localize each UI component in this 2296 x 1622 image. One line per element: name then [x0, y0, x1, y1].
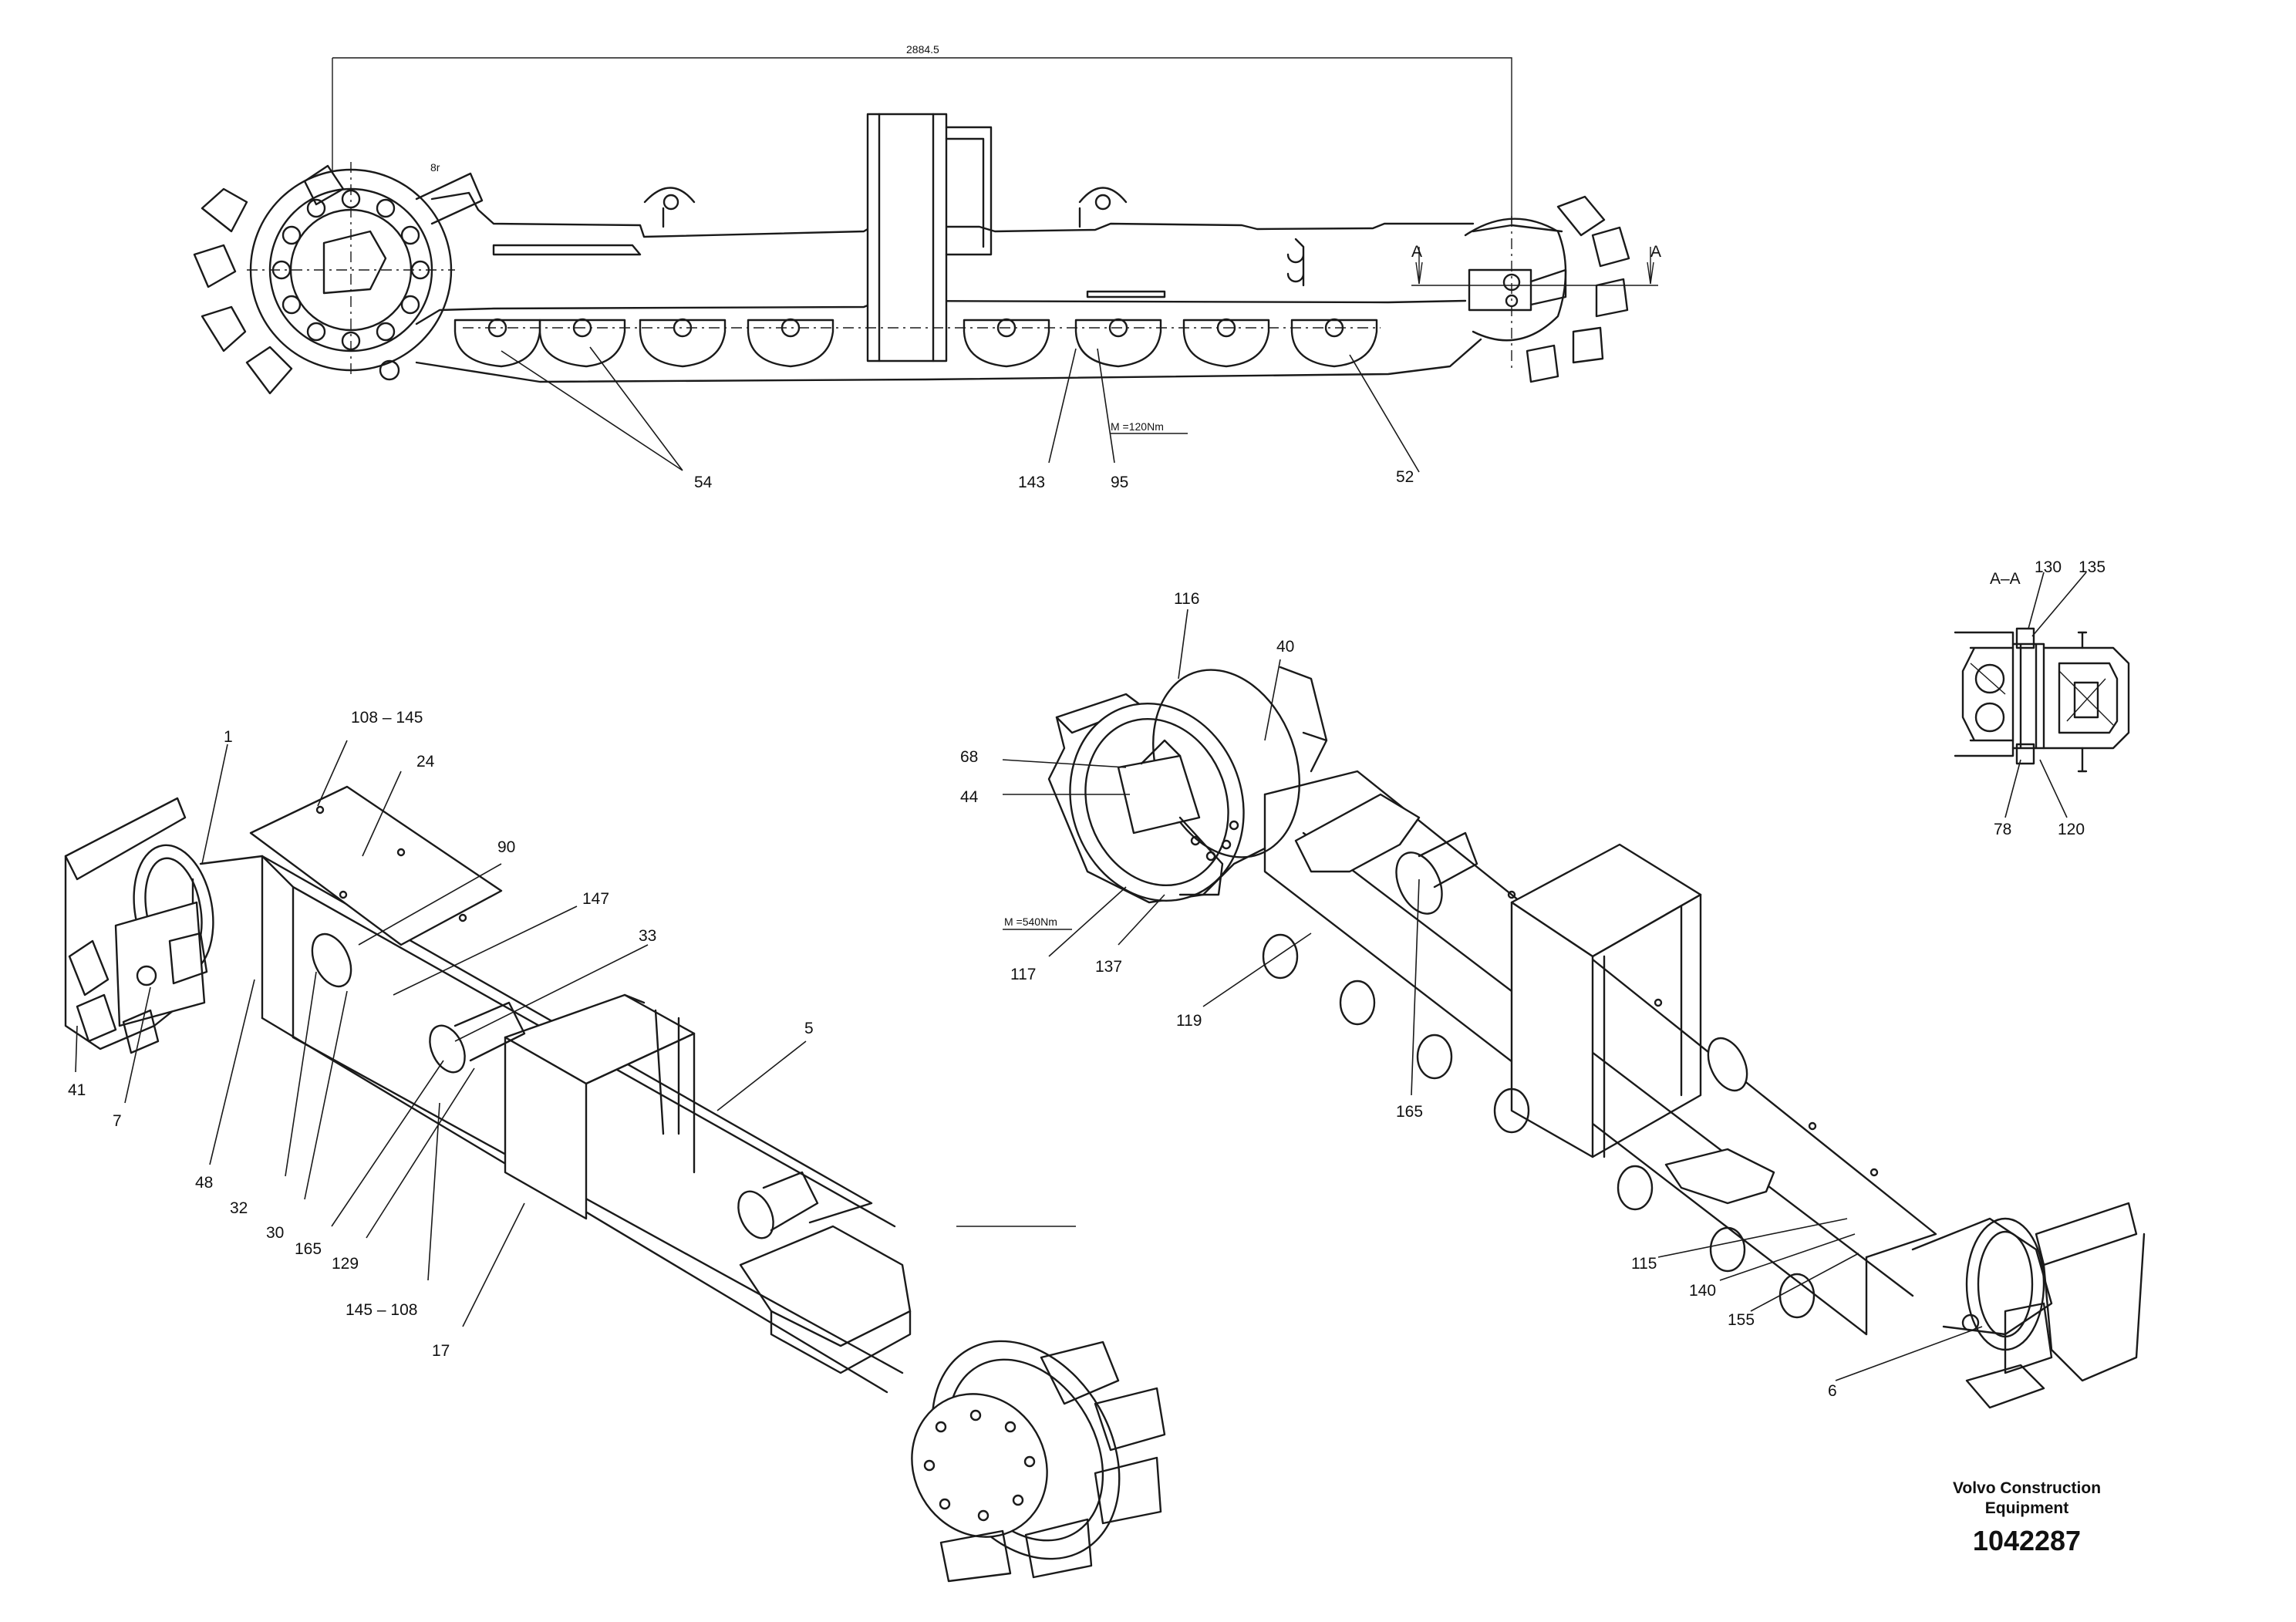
- torque-right: M =540Nm: [1004, 916, 1057, 928]
- callout-116: 116: [1174, 590, 1199, 608]
- left-sprocket: 8r: [193, 161, 484, 395]
- callout-7: 7: [113, 1112, 122, 1130]
- left-isometric-view: 1 108 – 145 24 90 147 33 5 41 7 48 32 30…: [64, 709, 1166, 1583]
- callout-1: 1: [224, 728, 233, 746]
- brand-line-1: Volvo Construction: [1953, 1479, 2101, 1497]
- callout-108-145: 108 – 145: [351, 709, 423, 727]
- callout-165-right: 165: [1396, 1103, 1423, 1121]
- callout-145-108: 145 – 108: [346, 1301, 417, 1319]
- callout-17: 17: [432, 1342, 450, 1360]
- track-rollers: [453, 318, 1381, 368]
- right-iso-wheel: [1047, 666, 1328, 904]
- callout-90: 90: [497, 838, 515, 856]
- callout-117: 117: [1010, 966, 1036, 983]
- callout-95: 95: [1111, 474, 1128, 491]
- callout-44: 44: [960, 788, 979, 806]
- callout-165-left: 165: [295, 1240, 322, 1258]
- brand-line-2: Equipment: [1985, 1499, 2069, 1517]
- section-aa: A–A 130 135 78 120: [1954, 558, 2130, 838]
- callout-120: 120: [2058, 821, 2085, 838]
- title-block: Volvo Construction Equipment 1042287: [1953, 1479, 2101, 1556]
- callout-30: 30: [266, 1224, 284, 1242]
- callout-32: 32: [230, 1199, 248, 1217]
- callout-48: 48: [195, 1174, 213, 1192]
- callout-137: 137: [1095, 958, 1122, 976]
- callout-147: 147: [582, 890, 609, 908]
- callout-140: 140: [1689, 1282, 1716, 1300]
- callout-129: 129: [332, 1255, 359, 1273]
- callout-143: 143: [1018, 474, 1045, 491]
- callout-68: 68: [960, 748, 978, 766]
- top-view: 2884.5: [193, 43, 1661, 491]
- callout-155: 155: [1728, 1311, 1755, 1329]
- callout-33: 33: [639, 927, 656, 945]
- callout-40: 40: [1276, 638, 1294, 656]
- part-number: 1042287: [1973, 1525, 2081, 1556]
- callout-52: 52: [1396, 468, 1414, 486]
- callout-5: 5: [804, 1020, 814, 1037]
- callout-54: 54: [694, 474, 713, 491]
- svg-text:8r: 8r: [430, 161, 440, 174]
- torque-top: M =120Nm: [1111, 420, 1164, 433]
- callout-135: 135: [2079, 558, 2106, 576]
- callout-24: 24: [416, 753, 435, 771]
- callout-6: 6: [1828, 1382, 1837, 1400]
- right-idler: A A: [1411, 195, 1661, 383]
- callout-130: 130: [2035, 558, 2062, 576]
- left-iso-sprocket: [739, 1225, 1166, 1583]
- callout-78: 78: [1994, 821, 2011, 838]
- section-mark-left: A: [1411, 243, 1422, 261]
- callout-119: 119: [1176, 1012, 1202, 1030]
- top-dimension: 2884.5: [906, 43, 939, 56]
- right-isometric-view: M =540Nm 116 40 68 44 117 137 119 165 11…: [960, 590, 2146, 1409]
- section-aa-title: A–A: [1990, 570, 2021, 588]
- callout-41: 41: [68, 1081, 86, 1099]
- section-mark-right: A: [1650, 243, 1661, 261]
- callout-115: 115: [1631, 1255, 1657, 1273]
- right-iso-idler: [1911, 1202, 2146, 1409]
